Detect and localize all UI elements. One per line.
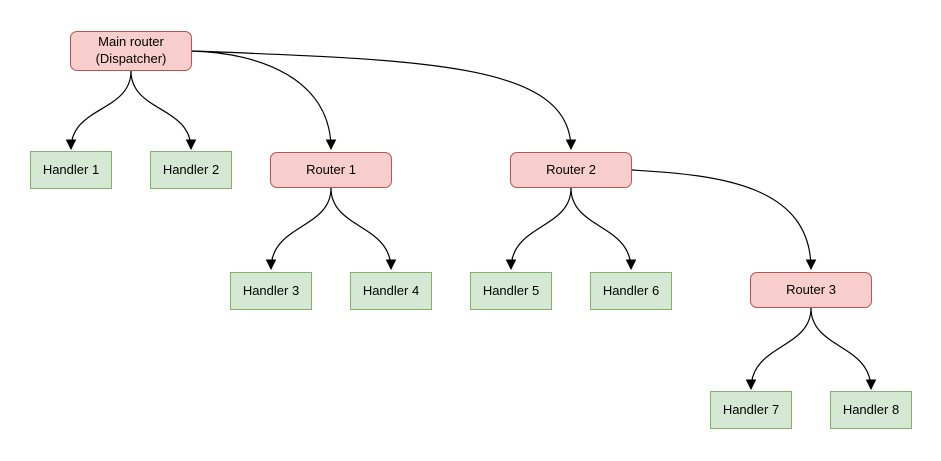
- node-handler-8: Handler 8: [830, 391, 912, 429]
- node-handler-7: Handler 7: [710, 391, 792, 429]
- edge-main-router-to-handler-2: [130, 70, 197, 151]
- node-router-1: Router 1: [270, 152, 392, 188]
- node-router-2: Router 2: [510, 152, 632, 188]
- node-handler-6: Handler 6: [590, 272, 672, 310]
- edge-router-1-to-handler-3: [265, 187, 332, 271]
- edge-router-3-to-handler-7: [745, 307, 812, 391]
- edge-router-1-to-handler-4: [330, 187, 397, 271]
- node-handler-3: Handler 3: [230, 272, 312, 310]
- edge-main-router-to-handler-1: [65, 70, 132, 151]
- node-main-router: Main router (Dispatcher): [70, 31, 192, 71]
- node-handler-4: Handler 4: [350, 272, 432, 310]
- edge-main-router-to-router-2: [191, 50, 577, 151]
- edge-main-router-to-router-1: [191, 50, 337, 151]
- node-handler-5: Handler 5: [470, 272, 552, 310]
- edge-router-3-to-handler-8: [810, 307, 877, 391]
- node-handler-2: Handler 2: [150, 151, 232, 189]
- node-router-3: Router 3: [750, 272, 872, 308]
- edge-router-2-to-router-3: [631, 169, 817, 271]
- edge-router-2-to-handler-6: [570, 187, 637, 271]
- edge-router-2-to-handler-5: [505, 187, 572, 271]
- node-handler-1: Handler 1: [30, 151, 112, 189]
